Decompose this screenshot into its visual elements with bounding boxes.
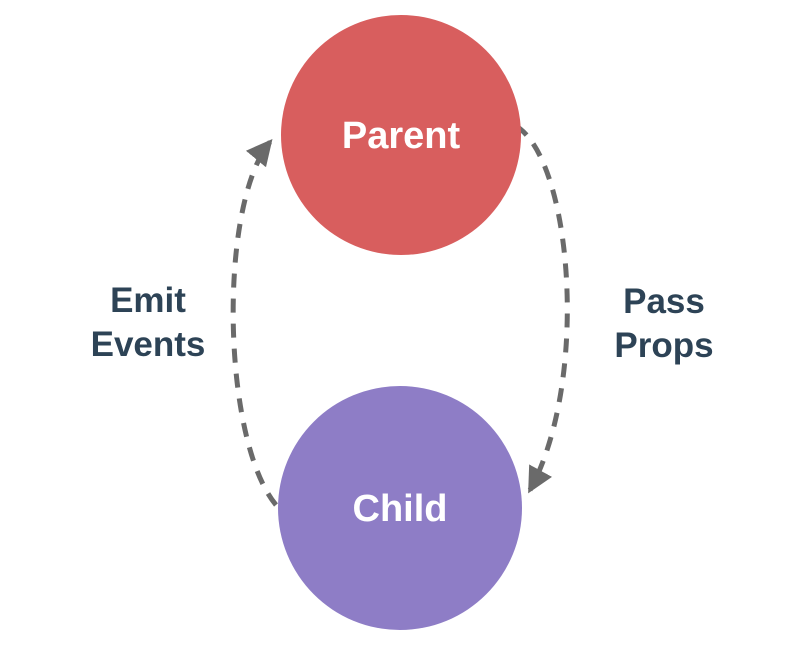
parent-node xyxy=(281,15,521,255)
child-node-label: Child xyxy=(353,488,448,530)
emit-events-label-line1: Emit xyxy=(110,281,186,320)
pass-props-arrow xyxy=(514,123,570,494)
child-node xyxy=(278,386,522,630)
pass-props-label-line2: Props xyxy=(614,326,713,365)
emit-events-arrow xyxy=(230,138,278,507)
pass-props-label-line1: Pass xyxy=(623,282,705,321)
emit-events-label-line2: Events xyxy=(91,325,206,364)
parent-node-label: Parent xyxy=(342,115,461,157)
